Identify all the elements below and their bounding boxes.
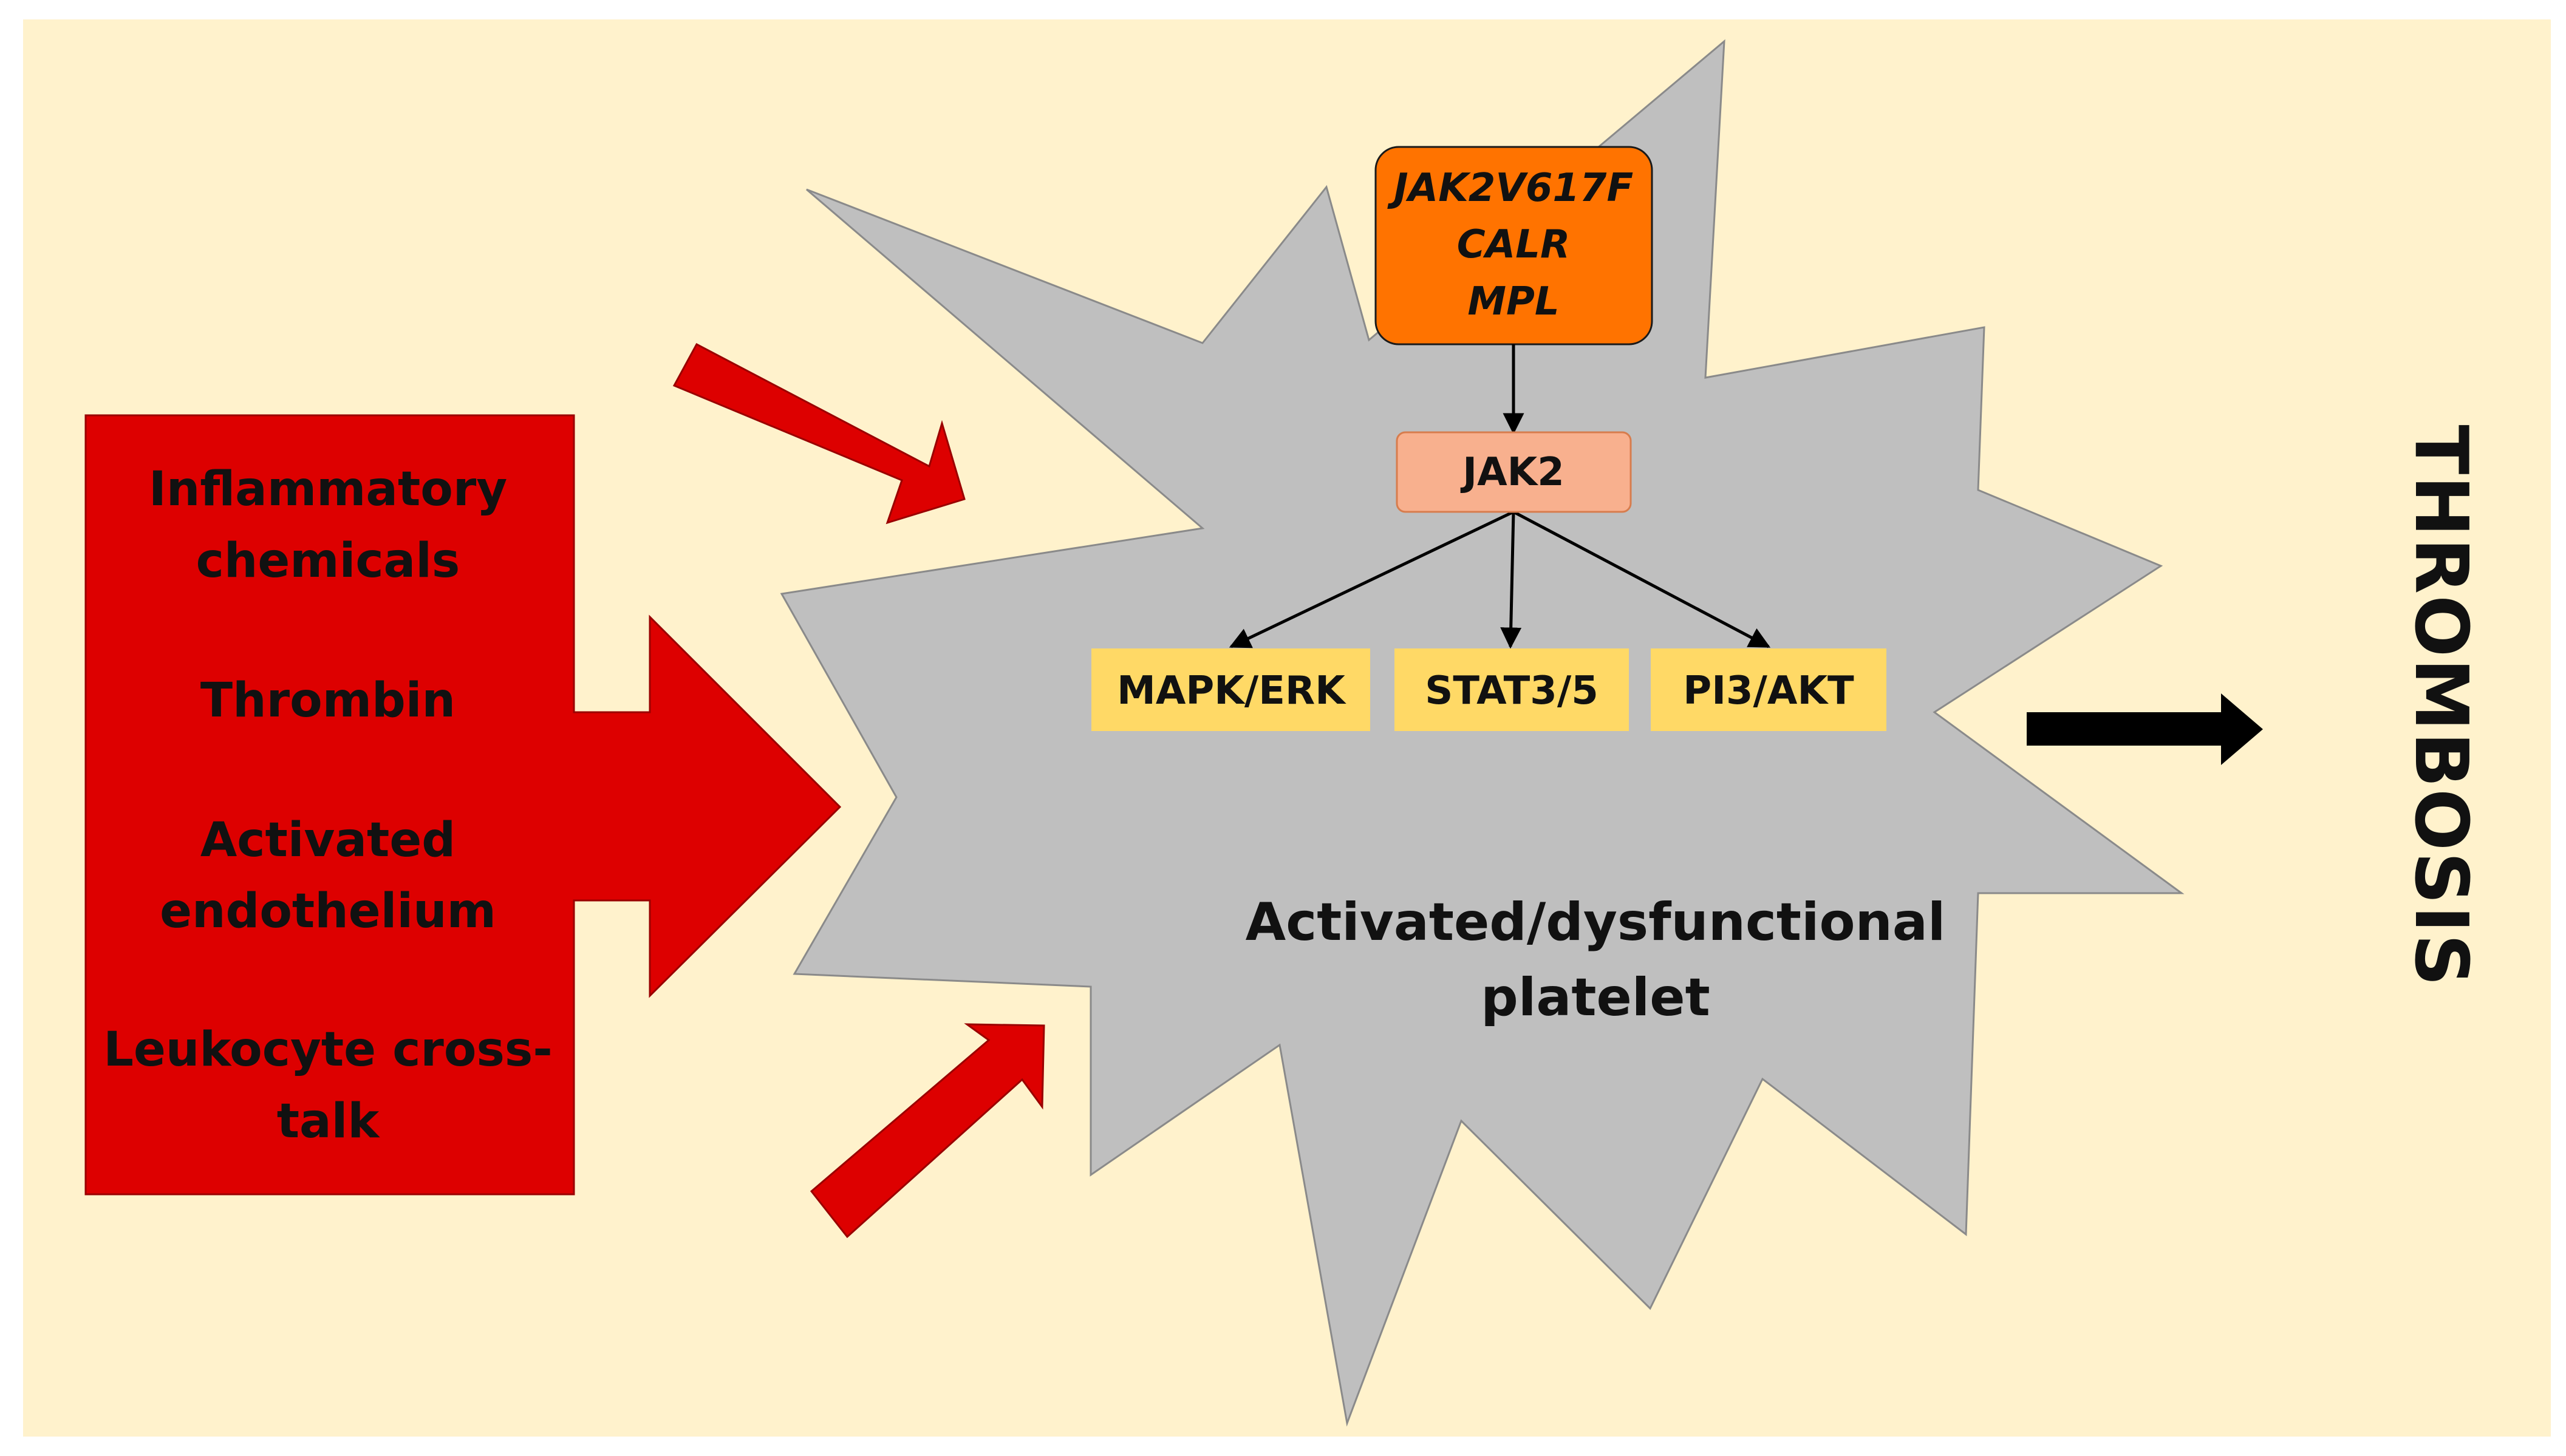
pathway-connectors — [1229, 344, 1771, 649]
inducer-label: chemicals — [196, 534, 460, 588]
platelet-label: Activated/dysfunctional platelet — [1246, 892, 1946, 1028]
outcome-label: THROMBOSIS — [2398, 424, 2483, 987]
inducer-label: endothelium — [160, 884, 496, 939]
inducer-label: talk — [277, 1094, 381, 1149]
connector-jak2-mapk — [1229, 510, 1515, 648]
inducer-block-arrow — [84, 414, 842, 1196]
pathway-label-stat: STAT3/5 — [1425, 668, 1598, 713]
jak2-label: JAK2 — [1460, 450, 1564, 495]
mutation-label: CALR — [1457, 222, 1571, 267]
platelet-label-line: Activated/dysfunctional — [1246, 892, 1946, 953]
pathway-box-mapk — [1091, 648, 1370, 731]
inducer-label: Thrombin — [200, 673, 456, 728]
inducer-labels: Inflammatory chemicals Thrombin Activate… — [103, 462, 552, 1149]
mutation-label: MPL — [1467, 279, 1559, 324]
connector-jak2-stat — [1500, 511, 1522, 649]
bottom-red-arrow — [810, 1023, 1045, 1239]
mutation-label: JAK2V617F — [1387, 166, 1633, 211]
jak2-box-shape — [1396, 431, 1632, 513]
pathway-box-stat — [1394, 648, 1629, 731]
inducer-label: Activated — [200, 813, 456, 868]
result-arrow — [2027, 693, 2263, 765]
inducer-label: Leukocyte cross- — [103, 1022, 552, 1077]
mutation-box: JAK2V617F CALR MPL — [1374, 146, 1653, 345]
pathway-box-pi3 — [1651, 648, 1886, 731]
top-red-arrow — [672, 342, 966, 525]
pathway-label-mapk: MAPK/ERK — [1117, 668, 1346, 713]
jak2-box: JAK2 — [1396, 431, 1632, 513]
pathway-boxes: MAPK/ERK STAT3/5 PI3/AKT — [1091, 648, 1886, 731]
platelet-label-line: platelet — [1481, 967, 1710, 1028]
platelet-starburst — [780, 39, 2185, 1427]
pathway-label-pi3: PI3/AKT — [1683, 668, 1854, 713]
inducer-label: Inflammatory — [149, 462, 507, 517]
connector-jak2-pi3 — [1512, 510, 1771, 648]
